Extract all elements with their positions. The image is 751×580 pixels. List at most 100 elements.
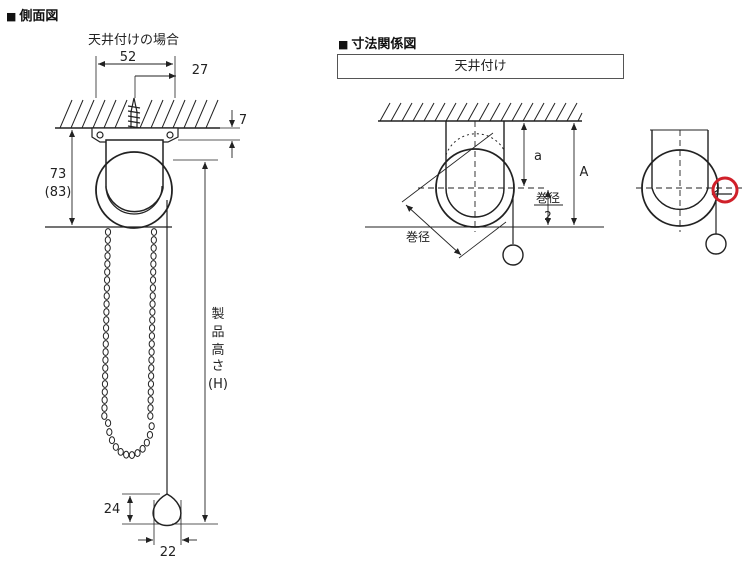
side-ceiling-hatch — [55, 99, 220, 129]
chain-bead — [101, 404, 108, 412]
chain-bead — [104, 268, 111, 276]
label-roll-half-numerator: 巻径 — [536, 191, 560, 205]
chain-bead — [112, 443, 119, 451]
product-height-label: 製 品 高 さ (H) — [208, 307, 228, 392]
diag-diameter-line — [405, 204, 462, 256]
chain-bead — [150, 228, 158, 236]
chain-bead — [134, 449, 141, 457]
dim-label-7: 7 — [239, 113, 247, 128]
chain-bead — [106, 428, 113, 436]
chain-bead — [101, 388, 108, 396]
chain-bead — [104, 236, 111, 244]
bracket-clip-left — [96, 131, 104, 139]
chain-bead — [147, 380, 155, 388]
chain-bead — [149, 292, 156, 300]
dim-label-27: 27 — [192, 63, 209, 78]
dimension-diagram-heading: ■寸法関係図 — [338, 33, 416, 52]
chain-bead — [103, 300, 110, 308]
chain-bead — [148, 324, 156, 332]
product-height-char-4: さ — [211, 359, 224, 374]
headrail-body — [105, 139, 164, 213]
chain-bead — [147, 404, 154, 412]
chain-bead — [103, 316, 110, 324]
chain-bead — [148, 356, 155, 364]
chain-bead — [108, 436, 116, 445]
chain-bead — [101, 396, 108, 404]
product-height-char-1: 製 — [211, 307, 224, 322]
highlight-circle — [711, 176, 739, 204]
chain-bead — [104, 244, 111, 252]
chain-bead — [148, 372, 155, 380]
bracket-clip-right — [166, 131, 174, 139]
label-a: a — [534, 149, 542, 164]
chain-bead — [147, 388, 154, 396]
chain-bead — [128, 451, 136, 459]
side-view-subtitle: 天井付けの場合 — [88, 33, 180, 48]
chain-bead — [149, 276, 157, 284]
chain-bead — [102, 364, 109, 372]
chain-bead — [148, 332, 156, 340]
chain-bead — [148, 340, 155, 348]
dim-label-22: 22 — [160, 545, 177, 560]
dim-label-52: 52 — [120, 50, 137, 65]
chain-bead — [102, 372, 109, 380]
chain-bead — [102, 332, 110, 340]
side-view-heading-text: 側面図 — [19, 9, 59, 24]
chain-bead — [150, 236, 157, 244]
square-bullet-icon: ■ — [338, 38, 349, 51]
chain-bead — [147, 396, 154, 404]
chain-bead — [149, 308, 156, 316]
chain-bead — [104, 419, 112, 427]
chain-bead — [149, 316, 156, 324]
product-height-char-5: (H) — [208, 377, 228, 392]
chain-bead — [103, 292, 110, 300]
chain-bead — [147, 412, 154, 420]
chain-bead — [148, 364, 155, 372]
chain-bead — [117, 448, 124, 456]
chain-bead — [149, 300, 156, 308]
dim-label-73: 73 — [50, 167, 67, 182]
side-view — [45, 97, 220, 229]
bottom-weight — [152, 493, 182, 527]
product-height-char-3: 高 — [211, 342, 224, 358]
chain-bead — [148, 422, 155, 431]
dimension-diagram-main — [365, 102, 604, 266]
chain-bead — [103, 284, 110, 292]
chain-bead — [103, 308, 110, 316]
square-bullet-icon: ■ — [6, 10, 17, 23]
label-roll-half-denominator: 2 — [544, 209, 552, 223]
chain-pulley — [95, 151, 173, 229]
bead-chain-right — [147, 228, 158, 420]
chain-bead — [148, 348, 155, 356]
main-ceiling-hatch — [378, 102, 583, 122]
chain-bead — [150, 268, 157, 276]
dimension-diagram-detail — [636, 129, 744, 255]
side-view-heading: ■側面図 — [6, 5, 58, 24]
chain-bead — [103, 276, 111, 284]
chain-bead — [102, 324, 110, 332]
chain-bead — [149, 284, 156, 292]
chain-bead — [150, 252, 157, 260]
main-weight — [502, 244, 524, 266]
chain-bead — [104, 260, 111, 268]
chain-bead — [150, 260, 157, 268]
product-height-char-2: 品 — [211, 325, 224, 340]
chain-bead — [143, 438, 150, 447]
dimension-diagram-heading-text: 寸法関係図 — [351, 37, 417, 52]
label-roll-diameter: 巻径 — [406, 230, 430, 244]
label-A: A — [580, 165, 589, 180]
bead-chain-left — [101, 228, 155, 459]
chain-bead — [102, 340, 109, 348]
chain-bead — [101, 412, 108, 420]
chain-bead — [123, 450, 130, 459]
chain-bead — [104, 252, 111, 260]
chain-bead — [101, 380, 109, 388]
chain-bead — [146, 430, 154, 439]
detail-weight — [705, 233, 727, 255]
dim-label-24: 24 — [104, 502, 121, 517]
main-dotted-arc — [445, 133, 505, 156]
chain-bead — [102, 356, 109, 364]
chain-bead — [150, 244, 157, 252]
ceiling-mount-label-box: 天井付け — [337, 54, 624, 79]
